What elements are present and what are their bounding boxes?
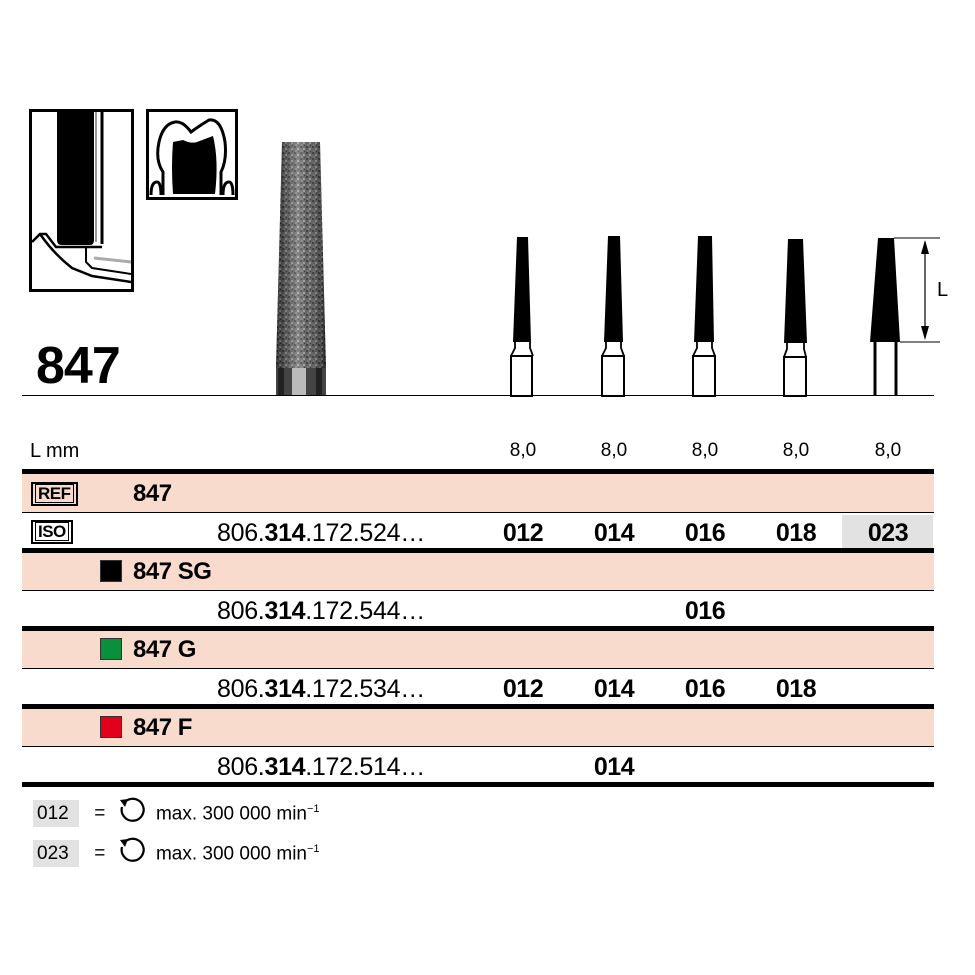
table-divider-thick <box>22 782 934 787</box>
dimension-label: L <box>937 279 949 301</box>
color-swatch-green <box>100 638 122 660</box>
group-name: 847 F <box>133 714 192 741</box>
table-divider-thin <box>22 590 934 591</box>
legend-superscript: −1 <box>306 803 320 815</box>
rotation-icon <box>117 836 147 872</box>
size-cell: 018 <box>775 519 817 547</box>
color-swatch-black <box>100 560 122 582</box>
table-divider-thick <box>22 548 934 553</box>
size-cell: 014 <box>593 753 635 781</box>
legend-text: max. 300 000 min <box>155 803 307 825</box>
table-divider-thick <box>22 704 934 709</box>
bur-014-icon <box>601 236 625 397</box>
size-cell: 023 <box>867 519 909 547</box>
rotation-icon <box>117 796 147 832</box>
legend-equals: = <box>94 843 106 865</box>
length-value: 8,0 <box>691 440 719 461</box>
bur-018-icon <box>783 239 807 397</box>
catalog-number: 806.314.172.514… <box>217 753 425 781</box>
catalog-number: 806.314.172.544… <box>217 597 425 625</box>
legend-text: max. 300 000 min <box>155 843 307 865</box>
legend-code: 023 <box>33 840 79 868</box>
group-row-sg <box>22 553 934 590</box>
crown-preparation-icon <box>146 109 238 200</box>
ref-number: 847 <box>133 480 172 507</box>
size-cell: 014 <box>593 519 635 547</box>
length-value: 8,0 <box>509 440 537 461</box>
highlight-cell-023 <box>842 515 933 548</box>
legend-code: 012 <box>33 800 79 828</box>
ref-tag: REF <box>31 482 78 506</box>
diamond-bur-image <box>270 140 332 396</box>
group-row-g <box>22 631 934 668</box>
length-value: 8,0 <box>782 440 810 461</box>
size-cell: 016 <box>684 675 726 703</box>
bur-silhouettes <box>490 230 960 397</box>
product-title: 847 <box>36 337 121 395</box>
group-name: 847 SG <box>133 558 212 585</box>
bur-023-icon <box>870 238 900 396</box>
table-divider-thin <box>22 668 934 669</box>
size-cell: 014 <box>593 675 635 703</box>
length-value: 8,0 <box>874 440 902 461</box>
table-divider-thin <box>22 746 934 747</box>
size-cell: 016 <box>684 597 726 625</box>
color-swatch-red <box>100 716 122 738</box>
legend-equals: = <box>94 803 106 825</box>
length-unit-label: L mm <box>30 440 80 462</box>
group-row-f <box>22 709 934 746</box>
ref-row <box>22 474 934 512</box>
table-divider-thin <box>22 512 934 513</box>
length-dimension-icon <box>894 237 940 343</box>
group-name: 847 G <box>133 636 196 663</box>
baseline-divider <box>22 395 934 396</box>
table-divider-thick <box>22 626 934 631</box>
bur-012-icon <box>510 237 534 397</box>
iso-tag: ISO <box>31 520 73 544</box>
catalog-number: 806.314.172.534… <box>217 675 425 703</box>
iso-catalog-number: 806.314.172.524… <box>217 519 425 547</box>
bur-in-tooth-preparation-icon <box>29 109 134 292</box>
size-cell: 018 <box>775 675 817 703</box>
bur-016-icon <box>692 236 716 397</box>
size-cell: 012 <box>502 519 544 547</box>
size-cell: 012 <box>502 675 544 703</box>
speed-legend-row: 023 = max. 300 000 min−1 <box>33 836 320 868</box>
legend-superscript: −1 <box>306 843 320 855</box>
size-cell: 016 <box>684 519 726 547</box>
speed-legend-row: 012 = max. 300 000 min−1 <box>33 796 320 828</box>
table-divider-thick <box>22 469 934 474</box>
length-value: 8,0 <box>600 440 628 461</box>
